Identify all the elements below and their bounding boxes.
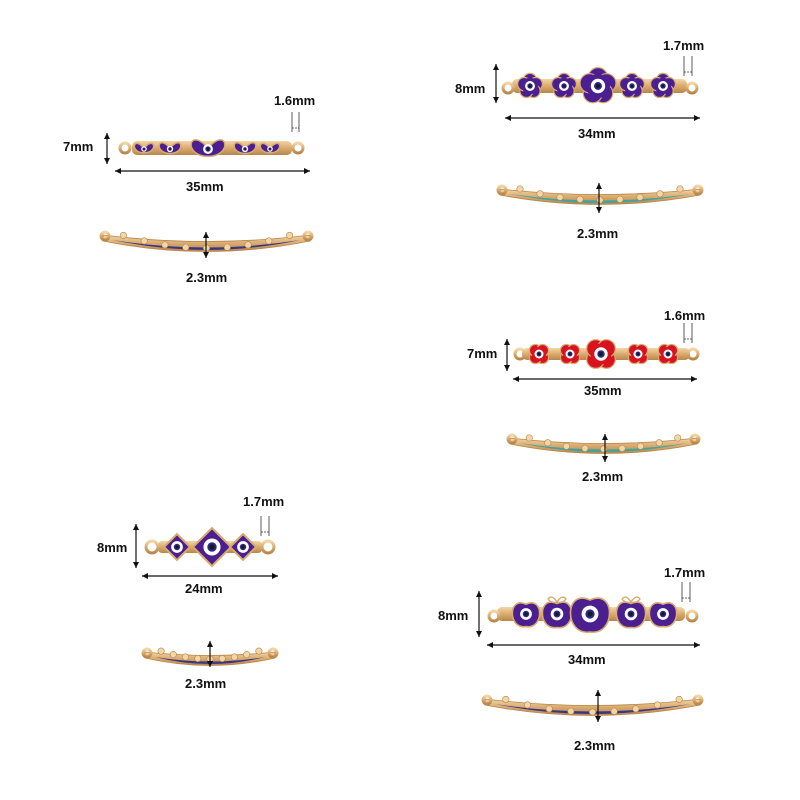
rhombus-side-view [141,641,279,667]
rhombus-thickness-label: 1.7mm [243,494,285,509]
apple-thickness-label: 1.7mm [664,565,706,580]
clover-dimensions [504,323,697,382]
apple-dimensions [476,582,700,648]
flower-thickness-label: 1.7mm [663,38,705,53]
apple-width-label: 34mm [568,652,606,667]
butterfly-side-view [99,230,314,258]
apple-side-view [481,690,704,722]
clover-side-view [506,433,701,462]
apple-connector [487,596,699,633]
clover-thickness-label: 1.6mm [664,308,706,323]
butterfly-side-label: 2.3mm [186,270,228,285]
apple-side-label: 2.3mm [574,738,616,753]
butterfly-thickness-label: 1.6mm [274,93,316,108]
clover-connector [513,339,700,369]
apple-height-label: 8mm [438,608,469,623]
flower-side-label: 2.3mm [577,226,619,241]
butterfly-dimensions [104,112,310,174]
clover-side-label: 2.3mm [582,469,624,484]
clover-height-label: 7mm [467,346,498,361]
rhombus-height-label: 8mm [97,540,128,555]
rhombus-width-label: 24mm [185,581,223,596]
rhombus-side-label: 2.3mm [185,676,227,691]
rhombus-dimensions [133,516,278,579]
butterfly-width-label: 35mm [186,179,224,194]
flower-height-label: 8mm [455,81,486,96]
rhombus-connector [144,526,276,568]
clover-width-label: 35mm [584,383,622,398]
flower-side-view [496,183,704,213]
flower-connector [501,66,699,104]
butterfly-connector [118,139,305,158]
flower-dimensions [493,56,700,121]
flower-width-label: 34mm [578,126,616,141]
butterfly-height-label: 7mm [63,139,94,154]
